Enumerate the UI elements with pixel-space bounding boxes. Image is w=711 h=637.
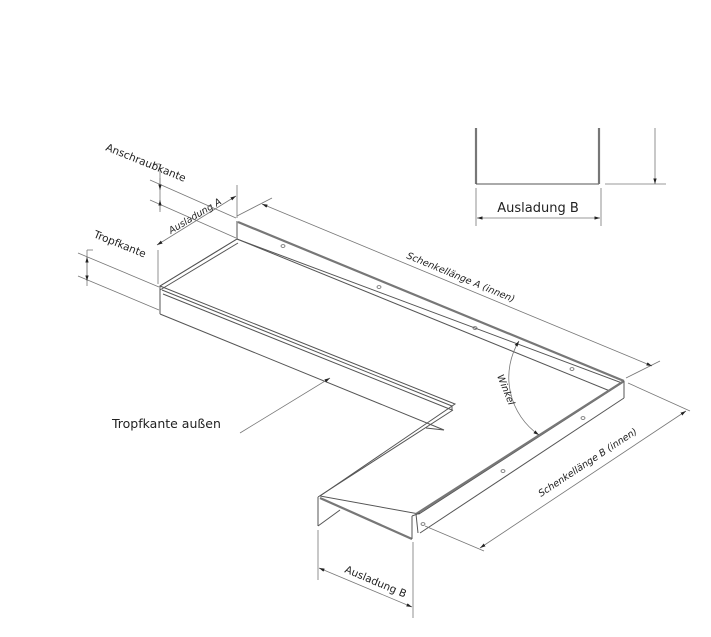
label-ausladung-a: Ausladung A [166, 196, 224, 237]
label-ausladung-b-detail: Ausladung B [497, 201, 579, 216]
label-winkel: Winkel [494, 373, 516, 407]
label-anschraubkante: Anschraubkante [104, 142, 188, 185]
dimensions: Schenkellänge A (innen) Schenkellänge B … [77, 142, 691, 618]
label-tropfkante: Tropfkante [91, 228, 148, 260]
label-tropfkante-aussen: Tropfkante außen [111, 416, 221, 431]
detail-section-view: Ausladung B [474, 128, 666, 226]
label-schenkellaenge-b: Schenkellänge B (innen) [537, 426, 640, 499]
